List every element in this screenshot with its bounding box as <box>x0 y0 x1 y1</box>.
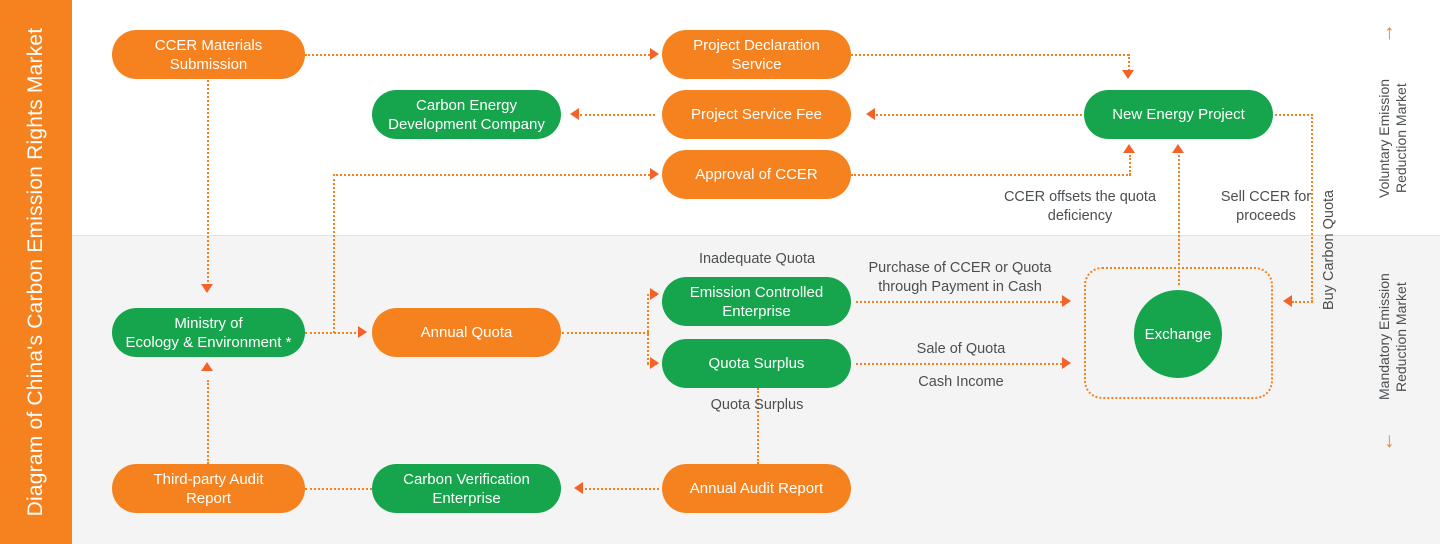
arrowhead-to-emission-controlled-icon <box>650 288 659 300</box>
edge-materials-to-declaration <box>305 54 650 56</box>
label-inadequate-quota: Inadequate Quota <box>698 251 816 267</box>
node-annual-quota[interactable]: Annual Quota <box>372 308 561 357</box>
arrowhead-offsets-quota-icon <box>1123 144 1135 153</box>
label-ccer-offsets-quota: CCER offsets the quota deficiency <box>1003 189 1157 224</box>
arrowhead-to-verification-icon <box>574 482 583 494</box>
edge-buyquota-h-top <box>1275 114 1313 116</box>
node-third-party-audit-report[interactable]: Third-party Audit Report <box>112 464 305 513</box>
arrowhead-to-declaration-icon <box>650 48 659 60</box>
edge-servicefee-to-carbonenergy <box>580 114 655 116</box>
arrowhead-to-newenergy-icon <box>1122 70 1134 79</box>
edge-thirdparty-to-ministry <box>207 380 209 464</box>
label-sale-of-quota: Sale of Quota <box>916 341 1006 357</box>
arrowhead-to-annual-quota-icon <box>358 326 367 338</box>
edge-declaration-to-newenergy-v <box>1128 54 1130 74</box>
label-cash-income: Cash Income <box>918 374 1004 390</box>
node-approval-of-ccer[interactable]: Approval of CCER <box>662 150 851 199</box>
edge-approval-to-newenergy-h <box>851 174 1131 176</box>
mandatory-market-down-arrow-icon: ↓ <box>1384 429 1395 452</box>
edge-buyquota-v <box>1311 114 1313 302</box>
label-sell-ccer: Sell CCER for proceeds <box>1220 189 1312 224</box>
diagram-title-bar: Diagram of China's Carbon Emission Right… <box>0 0 72 544</box>
edge-buyquota-h-bottom <box>1292 301 1313 303</box>
edge-annualquota-split-h <box>562 332 649 334</box>
node-ccer-materials-submission[interactable]: CCER Materials Submission <box>112 30 305 79</box>
node-carbon-verification-enterprise[interactable]: Carbon Verification Enterprise <box>372 464 561 513</box>
arrowhead-to-carbonenergy-icon <box>570 108 579 120</box>
voluntary-market-label: Voluntary Emission Reduction Market <box>1376 78 1409 198</box>
node-emission-controlled-enterprise[interactable]: Emission Controlled Enterprise <box>662 277 851 326</box>
arrowhead-purchase-ccer-icon <box>1062 295 1071 307</box>
arrowhead-sell-ccer-icon <box>1172 144 1184 153</box>
node-project-service-fee[interactable]: Project Service Fee <box>662 90 851 139</box>
edge-sellccer-v <box>1178 155 1180 285</box>
edge-ministry-to-approval-v <box>333 174 335 333</box>
edge-verification-to-thirdparty <box>305 488 372 490</box>
edge-materials-to-ministry <box>207 80 209 286</box>
arrowhead-sale-of-quota-icon <box>1062 357 1071 369</box>
node-project-declaration-service[interactable]: Project Declaration Service <box>662 30 851 79</box>
arrowhead-to-approval-icon <box>650 168 659 180</box>
diagram-title: Diagram of China's Carbon Emission Right… <box>24 27 47 517</box>
arrowhead-to-servicefee-icon <box>866 108 875 120</box>
edge-newenergy-to-servicefee <box>876 114 1082 116</box>
edge-annualquota-split-v <box>647 294 649 364</box>
arrowhead-buy-carbon-quota-icon <box>1283 295 1292 307</box>
voluntary-market-up-arrow-icon: ↑ <box>1384 21 1395 44</box>
edge-ministry-to-approval-h <box>333 174 650 176</box>
node-annual-audit-report[interactable]: Annual Audit Report <box>662 464 851 513</box>
label-purchase-ccer-or-quota: Purchase of CCER or Quota through Paymen… <box>868 260 1052 295</box>
edge-quotasurplus-to-exchange <box>856 363 1066 365</box>
node-exchange[interactable]: Exchange <box>1134 290 1222 378</box>
arrowhead-to-quota-surplus-icon <box>650 357 659 369</box>
edge-declaration-to-newenergy-h <box>851 54 1129 56</box>
label-quota-surplus-flow: Quota Surplus <box>710 397 804 413</box>
node-new-energy-project[interactable]: New Energy Project <box>1084 90 1273 139</box>
node-carbon-energy-development-company[interactable]: Carbon Energy Development Company <box>372 90 561 139</box>
edge-auditreport-to-verification <box>585 488 659 490</box>
edge-ministry-to-annualquota <box>305 332 360 334</box>
edge-quotasurplus-to-auditreport <box>757 388 759 464</box>
label-buy-carbon-quota: Buy Carbon Quota <box>1321 189 1337 310</box>
node-ministry-of-ecology-environment[interactable]: Ministry of Ecology & Environment * <box>112 308 305 357</box>
arrowhead-to-ministry-bottom-icon <box>201 362 213 371</box>
edge-emission-to-exchange <box>856 301 1066 303</box>
mandatory-market-label: Mandatory Emission Reduction Market <box>1376 273 1409 401</box>
arrowhead-to-ministry-top-icon <box>201 284 213 293</box>
node-quota-surplus[interactable]: Quota Surplus <box>662 339 851 388</box>
edge-approval-to-newenergy-v <box>1129 155 1131 175</box>
